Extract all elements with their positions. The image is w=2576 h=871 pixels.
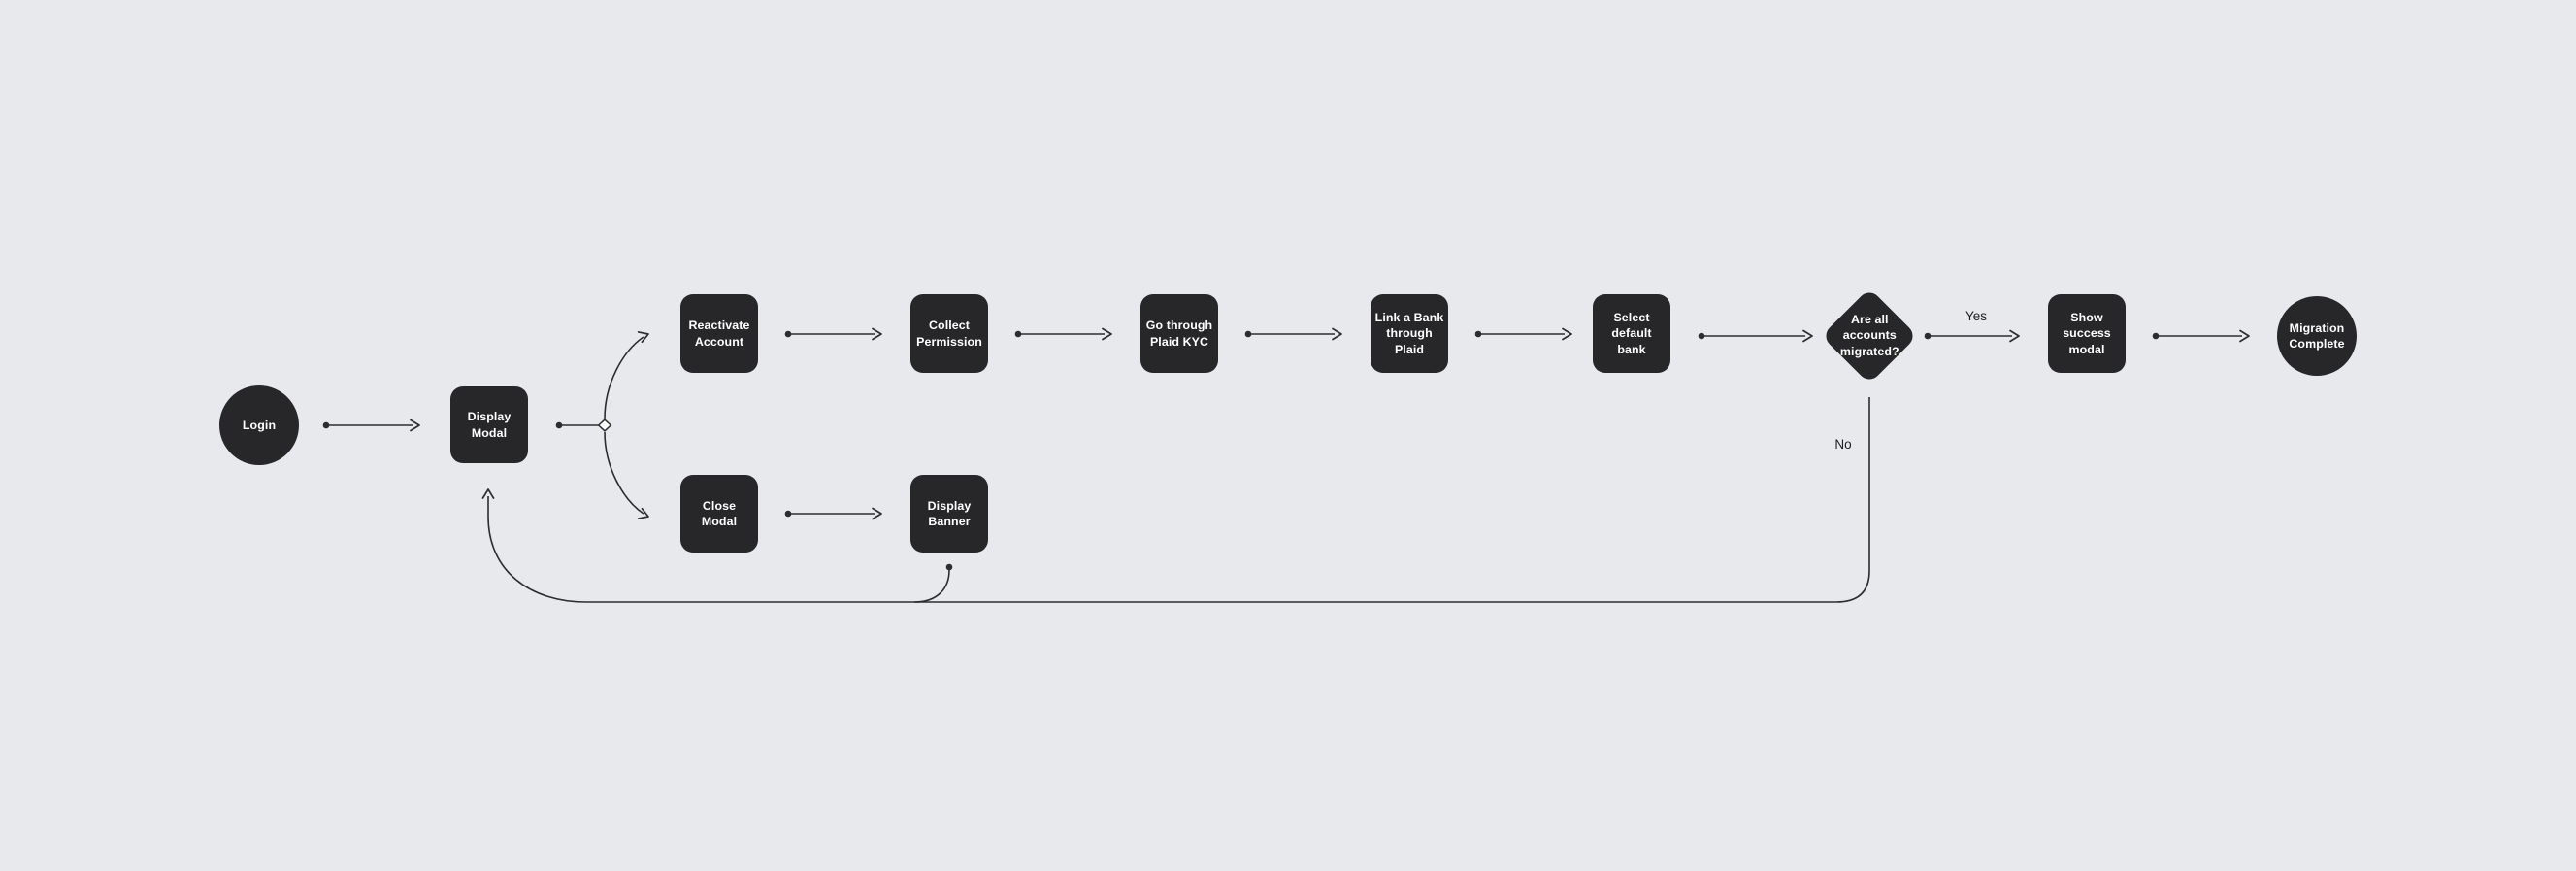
node-go-through-plaid-kyc[interactable]: Go through Plaid KYC	[1140, 294, 1218, 373]
node-select-default-bank[interactable]: Select default bank	[1593, 294, 1670, 373]
node-display-banner[interactable]: Display Banner	[910, 475, 988, 553]
edge-curve	[604, 336, 644, 419]
node-label: Link a Bank through Plaid	[1374, 310, 1444, 356]
edge-splitter-close-modal[interactable]	[604, 431, 650, 521]
node-reactivate-account[interactable]: Reactivate Account	[680, 294, 758, 373]
node-migration-complete[interactable]: Migration Complete	[2277, 296, 2357, 376]
node-show-success-modal[interactable]: Show success modal	[2048, 294, 2126, 373]
edge-login-display-modal[interactable]	[322, 419, 420, 432]
edge-link-bank-select-bank[interactable]	[1474, 327, 1572, 341]
arrowhead-icon	[637, 331, 649, 344]
edge-reactivate-collect[interactable]	[784, 327, 882, 341]
node-label: Display Banner	[927, 498, 972, 528]
node-close-modal[interactable]: Close Modal	[680, 475, 758, 553]
node-label: Collect Permission	[916, 318, 982, 349]
arrowhead-icon	[872, 507, 882, 520]
edge-curve	[604, 431, 644, 515]
node-label: Go through Plaid KYC	[1145, 318, 1213, 349]
arrowhead-icon	[481, 488, 495, 499]
arrowhead-icon	[1802, 329, 1813, 343]
node-display-modal[interactable]: Display Modal	[450, 386, 528, 463]
edge-splitter-reactivate-account[interactable]	[604, 329, 650, 419]
edge-select-bank-decision[interactable]	[1698, 329, 1813, 343]
node-label: Show success modal	[2063, 310, 2111, 356]
edge-curve	[487, 397, 1870, 603]
edge-show-success-migration-complete[interactable]	[2152, 329, 2250, 343]
arrowhead-icon	[1562, 327, 1572, 341]
edge-decision-show-success-yes[interactable]: Yes	[1924, 309, 2020, 343]
branch-splitter-diamond[interactable]	[597, 419, 612, 432]
arrowhead-icon	[410, 419, 420, 432]
node-login[interactable]: Login	[219, 385, 299, 465]
node-label: Close Modal	[701, 498, 738, 528]
edge-decision-display-modal-no[interactable]: No	[481, 397, 1870, 603]
arrowhead-icon	[2009, 329, 2020, 343]
arrowhead-icon	[1332, 327, 1342, 341]
arrowhead-icon	[2239, 329, 2250, 343]
node-label: Migration Complete	[2289, 320, 2345, 351]
node-label: Reactivate Account	[688, 318, 750, 349]
arrowhead-icon	[1102, 327, 1112, 341]
node-label: Display Modal	[467, 410, 512, 440]
arrowhead-icon	[872, 327, 882, 341]
edge-label-no: No	[1834, 437, 1851, 452]
edge-source-dot	[945, 563, 953, 571]
node-collect-permission[interactable]: Collect Permission	[910, 294, 988, 373]
edge-kyc-link-bank[interactable]	[1244, 327, 1342, 341]
edge-display-banner-loop[interactable]	[913, 563, 953, 603]
node-label: Login	[242, 418, 277, 432]
edge-curve	[913, 569, 950, 603]
node-label: Are all accounts migrated?	[1839, 313, 1899, 359]
edge-label-yes: Yes	[1965, 309, 1987, 323]
node-link-a-bank-through-plaid[interactable]: Link a Bank through Plaid	[1371, 294, 1448, 373]
edge-collect-kyc[interactable]	[1014, 327, 1112, 341]
edge-display-modal-splitter[interactable]	[555, 419, 612, 432]
node-label: Select default bank	[1611, 310, 1652, 356]
arrowhead-icon	[637, 507, 649, 519]
edge-close-modal-display-banner[interactable]	[784, 507, 882, 520]
